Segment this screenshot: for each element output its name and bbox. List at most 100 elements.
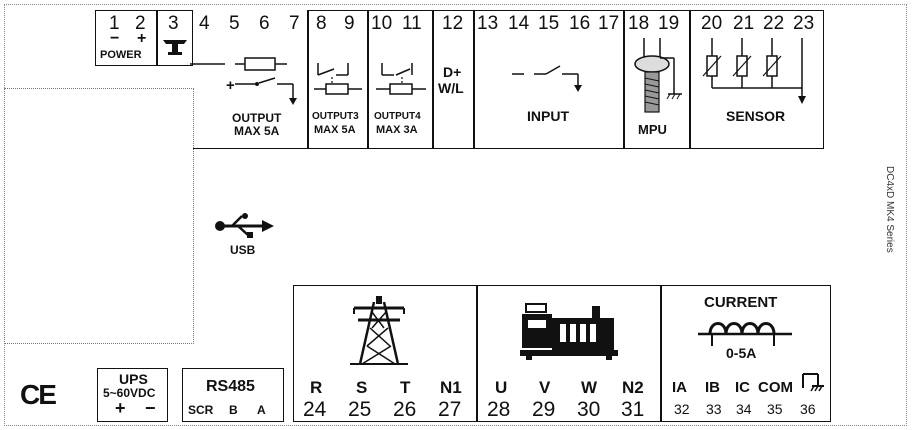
mains-r-label: R <box>310 378 323 397</box>
terminal-number: 4 <box>199 13 210 34</box>
output4-terminal-block <box>368 10 433 149</box>
terminal-number: 2 <box>135 13 146 34</box>
sensor-terminal-block <box>690 10 824 149</box>
terminal-number: 33 <box>706 401 722 417</box>
terminal-number: 16 <box>569 13 591 34</box>
input-terminal-block <box>474 10 624 149</box>
terminal-number: 14 <box>508 13 530 34</box>
input-label: INPUT <box>527 108 569 124</box>
mpu-label: MPU <box>638 122 667 137</box>
terminal-number: 25 <box>348 398 372 421</box>
terminal-number: 20 <box>701 13 723 34</box>
power-label: POWER <box>100 49 142 61</box>
terminal-number: 15 <box>538 13 560 34</box>
sensor-resistor-icon <box>702 38 806 104</box>
mains-terminal-block <box>293 285 477 422</box>
series-label: DC4xD MK4 Series <box>884 166 895 253</box>
terminal-number: 21 <box>733 13 755 34</box>
terminal-number: 30 <box>577 398 601 421</box>
power-terminal-block <box>95 10 157 66</box>
output-terminal-block <box>193 10 308 149</box>
terminal-number: 24 <box>303 398 327 421</box>
terminal-number: 19 <box>658 13 680 34</box>
output3-label: OUTPUT3 <box>312 111 359 122</box>
ce-mark: CE <box>20 379 57 410</box>
mpu-sensor-icon <box>634 38 682 113</box>
terminal-number: 32 <box>674 401 690 417</box>
terminal-number: 18 <box>628 13 650 34</box>
terminal-number: 10 <box>371 13 393 34</box>
current-ib-label: IB <box>705 379 720 396</box>
power-plus-sign: + <box>137 30 147 47</box>
gen-u-label: U <box>495 378 508 397</box>
terminal-number: 12 <box>442 13 464 34</box>
display-cutout <box>4 88 194 344</box>
current-ia-label: IA <box>672 379 687 396</box>
terminal-number: 27 <box>438 398 462 421</box>
current-title: CURRENT <box>704 294 778 311</box>
terminal-number: 26 <box>393 398 417 421</box>
rs485-scr: SCR <box>188 403 214 417</box>
rs485-b: B <box>229 403 238 417</box>
rs485-a: A <box>257 403 266 417</box>
output4-label: OUTPUT4 <box>374 111 421 122</box>
mains-t-label: T <box>400 378 411 397</box>
power-minus-sign: − <box>110 30 120 47</box>
dplus-terminal-block <box>433 10 474 149</box>
output3-rating: MAX 5A <box>314 124 356 136</box>
output3-relay-icon <box>314 63 362 95</box>
terminal-number: 23 <box>793 13 815 34</box>
ups-label: UPS <box>119 371 148 387</box>
generator-icon <box>520 303 618 360</box>
terminal-number: 17 <box>598 13 620 34</box>
mpu-terminal-block <box>624 10 690 149</box>
terminal-number: 22 <box>763 13 785 34</box>
dplus-label: D+ <box>443 64 462 80</box>
output4-relay-icon <box>376 63 426 95</box>
ups-voltage: 5~60VDC <box>103 386 156 400</box>
mains-s-label: S <box>356 378 368 397</box>
terminal-number: 1 <box>109 13 120 34</box>
ups-plus-sign: + <box>115 398 126 418</box>
terminal-number: 36 <box>800 401 816 417</box>
terminal-number: 9 <box>344 13 355 34</box>
terminal-number: 5 <box>229 13 240 34</box>
terminal-number: 35 <box>767 401 783 417</box>
terminal-number: 11 <box>402 13 422 34</box>
current-transformer-icon <box>698 322 792 346</box>
terminal-number: 31 <box>621 398 645 421</box>
terminal-number: 8 <box>316 13 327 34</box>
generator-terminal-block <box>477 285 661 422</box>
output-plus-sign: + <box>226 77 235 94</box>
terminal-number: 34 <box>736 401 752 417</box>
ground-symbol-icon <box>163 40 187 55</box>
output3-terminal-block <box>308 10 368 149</box>
ground-terminal-block <box>157 10 193 66</box>
sensor-label: SENSOR <box>726 108 786 124</box>
output4-rating: MAX 3A <box>376 124 418 136</box>
rs485-terminal-block <box>182 368 284 422</box>
terminal-number: 29 <box>532 398 556 421</box>
terminal-number: 6 <box>259 13 270 34</box>
input-switch-icon <box>512 65 582 92</box>
output-label: OUTPUT <box>232 111 282 125</box>
current-ic-label: IC <box>735 379 750 396</box>
gen-n2-label: N2 <box>622 378 644 397</box>
ups-terminal-block <box>97 368 168 422</box>
power-pylon-icon <box>350 296 408 365</box>
earth-ground-icon <box>802 373 824 392</box>
current-range: 0-5A <box>726 345 757 361</box>
mains-n1-label: N1 <box>440 378 462 397</box>
rs485-label: RS485 <box>206 378 255 395</box>
usb-icon <box>215 213 274 238</box>
gen-w-label: W <box>581 378 598 397</box>
ups-minus-sign: − <box>145 398 156 418</box>
usb-label: USB <box>230 243 256 257</box>
terminal-number: 3 <box>168 13 179 34</box>
output-rating: MAX 5A <box>234 124 280 138</box>
terminal-number: 13 <box>477 13 499 34</box>
current-com-label: COM <box>758 379 793 396</box>
current-terminal-block <box>661 285 831 422</box>
terminal-number: 28 <box>487 398 511 421</box>
